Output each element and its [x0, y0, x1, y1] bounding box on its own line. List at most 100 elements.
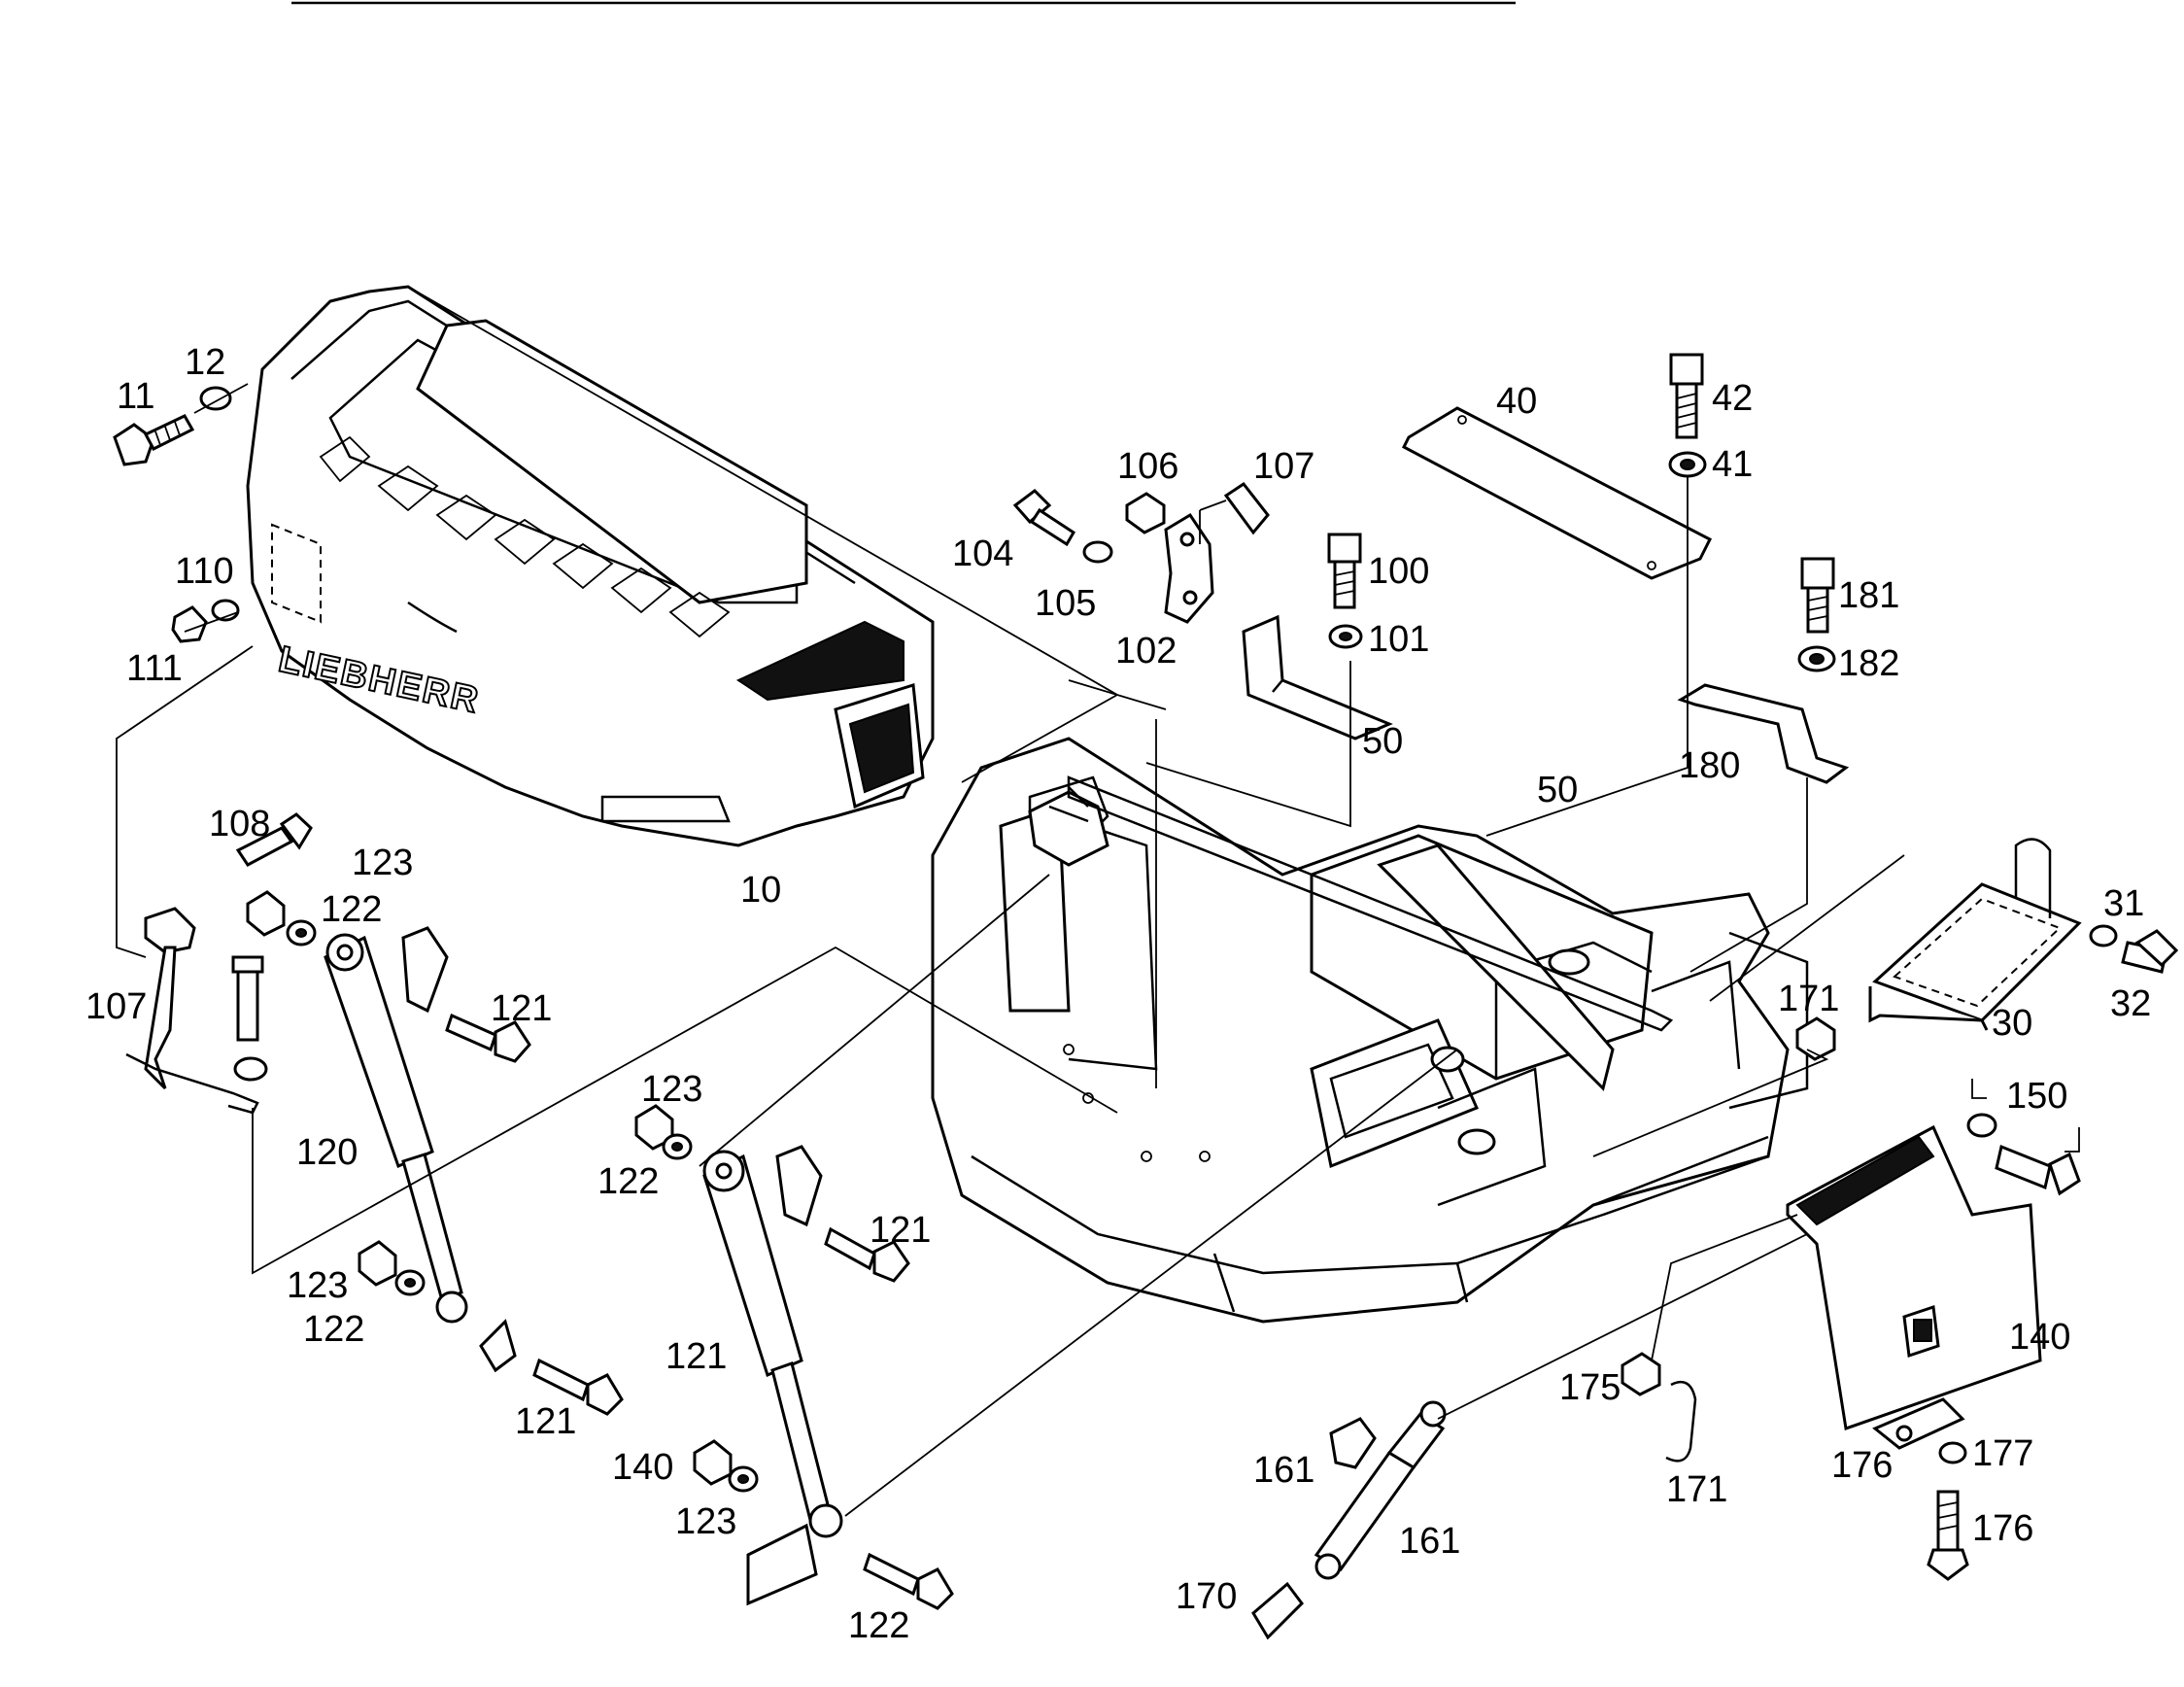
label-175: 176	[1831, 1445, 1893, 1486]
label-30: 30	[1992, 1003, 2032, 1044]
label-123-c: 123	[641, 1069, 702, 1110]
bolt-11	[113, 414, 195, 466]
bracket-100	[1242, 614, 1393, 740]
gas-strut-120-left	[324, 926, 517, 1373]
nut-123-top-left	[246, 890, 286, 937]
label-121-c: 121	[870, 1210, 931, 1251]
upper-frame-part	[931, 737, 1809, 1324]
label-111: 108	[209, 804, 270, 844]
label-107-extra: 107	[1253, 446, 1314, 487]
label-150: 150	[2006, 1076, 2067, 1117]
bolt-121-c	[824, 1226, 910, 1283]
label-108: 106	[1117, 446, 1178, 487]
washer-122-bottom-center	[728, 1465, 759, 1493]
label-112: 110	[175, 551, 234, 592]
label-50-extra: 50	[1537, 770, 1578, 810]
washer-102	[1328, 624, 1363, 649]
bolt-32	[2121, 929, 2179, 974]
washer-106	[1082, 540, 1113, 564]
label-121-d: 122	[848, 1605, 909, 1646]
label-140-extra: 140	[2009, 1317, 2070, 1358]
label-170: 171	[1666, 1469, 1727, 1510]
washer-31	[2089, 924, 2118, 947]
bolt-176	[1927, 1490, 1969, 1581]
label-180: 180	[1679, 745, 1740, 786]
clip-170	[1665, 1380, 1697, 1463]
label-42: 42	[1712, 378, 1753, 419]
label-123-a: 123	[352, 843, 413, 883]
label-10: 10	[740, 870, 781, 911]
nut-171-upper	[1795, 1016, 1836, 1061]
nut-108	[1125, 492, 1166, 534]
washer-150	[1966, 1113, 1997, 1138]
label-12: 12	[185, 342, 225, 383]
plate-part	[1402, 406, 1713, 580]
label-105: 104	[952, 534, 1013, 574]
label-31: 31	[2103, 883, 2144, 924]
label-121-a: 121	[491, 988, 552, 1029]
label-11: 11	[117, 376, 154, 417]
label-122-d: 123	[675, 1501, 736, 1542]
label-182: 182	[1838, 643, 1899, 684]
washer-122-top-left	[286, 919, 317, 947]
label-32: 32	[2110, 983, 2151, 1024]
part-labels: 11 12 110 111 10 108 123 122 107 121 120…	[85, 342, 2151, 1646]
label-171-b: 175	[1559, 1367, 1621, 1408]
hood-side-grille	[848, 703, 915, 794]
gas-strut-120-center	[702, 1145, 843, 1606]
washer-41	[1668, 451, 1707, 478]
label-122-a: 122	[321, 889, 382, 930]
nut-113	[171, 605, 208, 643]
pin-107	[1223, 481, 1270, 535]
label-113: 111	[126, 648, 183, 689]
bolt-150	[1995, 1144, 2081, 1196]
nut-123-bottom-center	[693, 1439, 733, 1486]
label-120-b: 121	[665, 1336, 727, 1377]
bolt-111	[235, 812, 313, 867]
label-176-extra: 176	[1972, 1508, 2033, 1549]
label-123-d: 140	[612, 1447, 673, 1488]
washer-122-mid-left	[394, 1269, 426, 1296]
engine-hood-part: LIEBHERR	[246, 285, 935, 847]
label-41: 41	[1712, 444, 1753, 485]
gas-strut-160	[1314, 1400, 1447, 1580]
label-177: 177	[1972, 1433, 2033, 1474]
step-part-30	[1868, 838, 2082, 1031]
bolt-121-a	[445, 1013, 531, 1063]
hood-grille	[735, 620, 904, 702]
washer-182	[1797, 645, 1836, 672]
label-122-c: 122	[597, 1161, 659, 1202]
bracket-175	[1872, 1397, 1965, 1450]
end-fitting-161-upper	[1329, 1417, 1377, 1469]
washer-12	[199, 386, 232, 411]
nut-171-lower	[1621, 1352, 1661, 1396]
end-fitting-161-lower	[1251, 1581, 1304, 1640]
label-171-a: 171	[1778, 979, 1839, 1019]
label-121-b: 121	[515, 1401, 576, 1442]
label-106: 105	[1035, 583, 1096, 624]
label-123-b: 123	[287, 1265, 348, 1306]
bolt-42	[1669, 353, 1704, 439]
bolt-181	[1800, 557, 1835, 634]
bolt-105	[1012, 489, 1076, 547]
bolt-101	[1327, 533, 1362, 609]
label-110: 107	[85, 986, 147, 1027]
label-160: 161	[1399, 1521, 1460, 1562]
nut-123-mid-left	[358, 1240, 397, 1287]
label-161-b: 170	[1176, 1576, 1237, 1617]
washer-177	[1938, 1441, 1967, 1464]
bracket-104	[1164, 512, 1214, 624]
bolt-121-b	[532, 1358, 624, 1416]
bolt-121-d	[863, 1552, 954, 1610]
label-100: 50	[1362, 721, 1403, 762]
hood-vent-slats	[319, 435, 731, 638]
label-40: 40	[1496, 381, 1537, 422]
washer-122-top-center	[662, 1133, 693, 1160]
label-101: 100	[1368, 551, 1429, 592]
latch-110	[125, 907, 268, 1115]
label-104: 102	[1115, 631, 1177, 671]
cover-panel-140	[1786, 1124, 2042, 1431]
leader-lines	[116, 286, 1905, 1517]
label-181: 181	[1838, 575, 1899, 616]
